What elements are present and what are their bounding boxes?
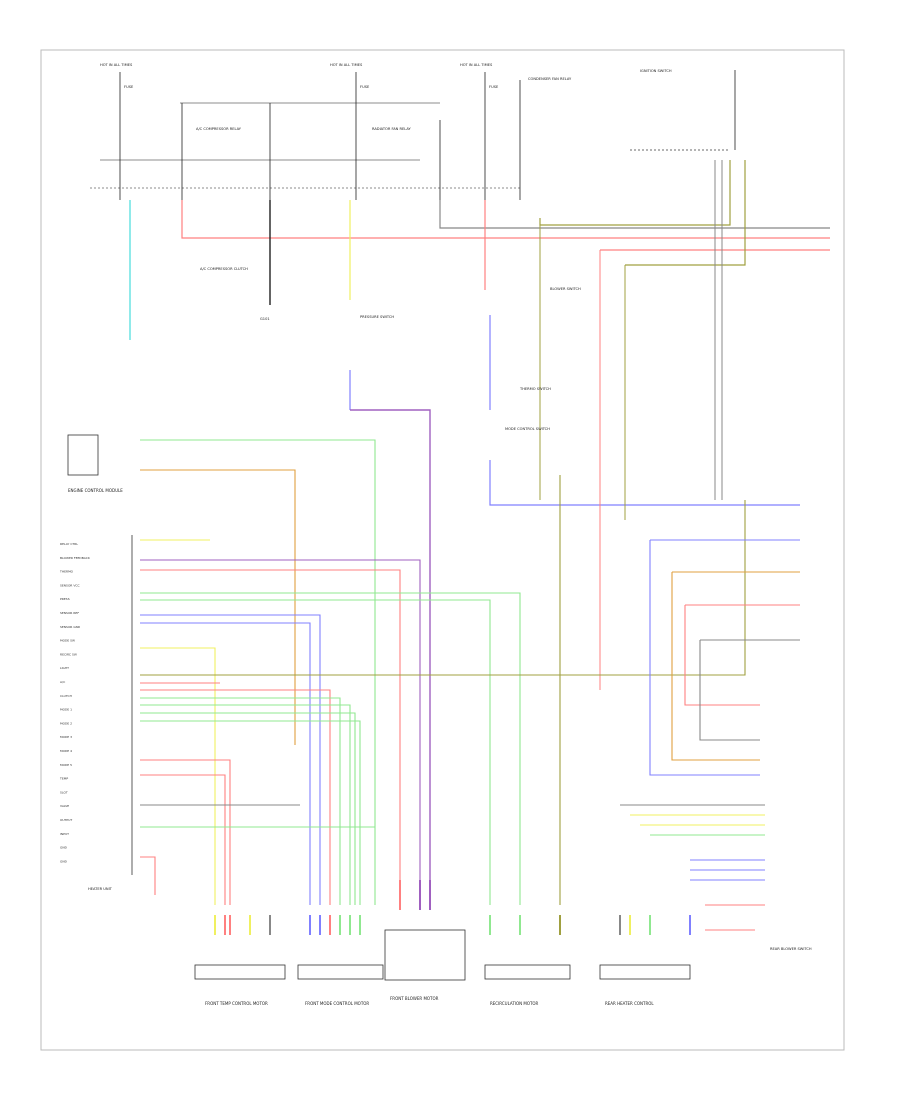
hot-label-1: HOT IN ALL TIMES — [100, 63, 133, 67]
diagram-border — [40, 49, 845, 1051]
switch-label-1: PRESSURE SWITCH — [360, 315, 394, 319]
ecm-pin-label: A/C — [60, 680, 65, 684]
ecm-pin-label: CLUTCH — [60, 694, 72, 698]
blue-switch-run — [489, 460, 800, 506]
ecm-pin-label: SENSOR REF — [60, 611, 79, 615]
ecm-pin-label: SENSOR VCC — [60, 583, 80, 587]
fuse-label-3: FUSE — [489, 85, 499, 89]
relay-label-3: CONDENSER FAN RELAY — [528, 77, 572, 81]
connector-label-2: FRONT MODE CONTROL MOTOR — [305, 1001, 369, 1006]
purple-wire-run — [350, 409, 431, 905]
hot-label-3: HOT IN ALL TIMES — [460, 63, 493, 67]
ecm-pin-label: MODE 4 — [60, 749, 72, 753]
ecm-pin-label: MODE 2 — [60, 721, 72, 725]
switch-label-2: BLOWER SWITCH — [550, 287, 581, 291]
component-labels: HOT IN ALL TIMES HOT IN ALL TIMES HOT IN… — [88, 63, 812, 1006]
ecm-pin-label: SLOT — [60, 790, 68, 794]
ecm-pin-label: OUTPUT — [60, 818, 72, 822]
ecm-pin-label: PRESS — [60, 597, 70, 601]
ecm-wires — [140, 439, 746, 905]
bottom-pin-stubs — [214, 880, 691, 935]
ecm-pin-label: TEMP — [59, 777, 68, 781]
ecm-pin-label: GND — [60, 859, 68, 863]
compressor-clutch-label: A/C COMPRESSOR CLUTCH — [200, 267, 248, 271]
ecm-block: ENGINE CONTROL MODULE — [67, 434, 133, 875]
connector-label-5: REAR HEATER CONTROL — [605, 1001, 654, 1006]
ecm-pin-label: MODE 1 — [60, 708, 72, 712]
ecm-pin-label: MODE 5 — [60, 763, 72, 767]
ecm-pin-label: MODE SW — [60, 639, 75, 643]
switch-label-3: THERMO SWITCH — [519, 387, 551, 391]
switch-label-4: MODE CONTROL SWITCH — [505, 427, 550, 431]
ignition-label: IGNITION SWITCH — [640, 69, 672, 73]
ecm-pin-label: GND — [60, 846, 68, 850]
bottom-connectors — [194, 929, 691, 981]
right-block-wires — [620, 539, 800, 931]
ecm-pin-label: LIGHT — [60, 666, 69, 670]
fuse-label-2: FUSE — [360, 85, 370, 89]
ecm-pin-label: MODE 3 — [60, 735, 72, 739]
hot-label-2: HOT IN ALL TIMES — [330, 63, 363, 67]
ecm-pin-list: RELAY CTRL BLOWER FEEDBACK THERMO SENSOR VC… — [59, 542, 91, 863]
ecm-pin-label: THERMO — [59, 570, 74, 574]
ecm-pin-label: RECIRC SW — [60, 652, 77, 656]
connector-label-1: FRONT TEMP CONTROL MOTOR — [205, 1001, 268, 1006]
ecm-label: ENGINE CONTROL MODULE — [68, 488, 123, 493]
heater-unit-label: HEATER UNIT — [88, 887, 113, 891]
ecm-pin-label: VALVE — [60, 804, 69, 808]
ecm-pin-label: RELAY CTRL — [60, 542, 78, 546]
top-bus — [90, 102, 520, 189]
fuse-label-1: FUSE — [124, 85, 134, 89]
ground-label-1: G101 — [260, 317, 270, 321]
connector-label-4: RECIRCULATION MOTOR — [490, 1001, 539, 1006]
ecm-pin-label: SENSOR GND — [60, 625, 81, 629]
right-verticals — [539, 160, 723, 690]
right-switch-label: REAR BLOWER SWITCH — [770, 947, 812, 951]
relay-label-2: RADIATOR FAN RELAY — [372, 127, 412, 131]
ecm-pin-label: BLOWER FEEDBACK — [60, 556, 91, 560]
connector-label-3: FRONT BLOWER MOTOR — [390, 996, 439, 1001]
ecm-pin-label: INPUT — [60, 832, 69, 836]
relay-label-1: A/C COMPRESSOR RELAY — [196, 127, 242, 131]
main-horizontal-wires — [181, 149, 830, 266]
